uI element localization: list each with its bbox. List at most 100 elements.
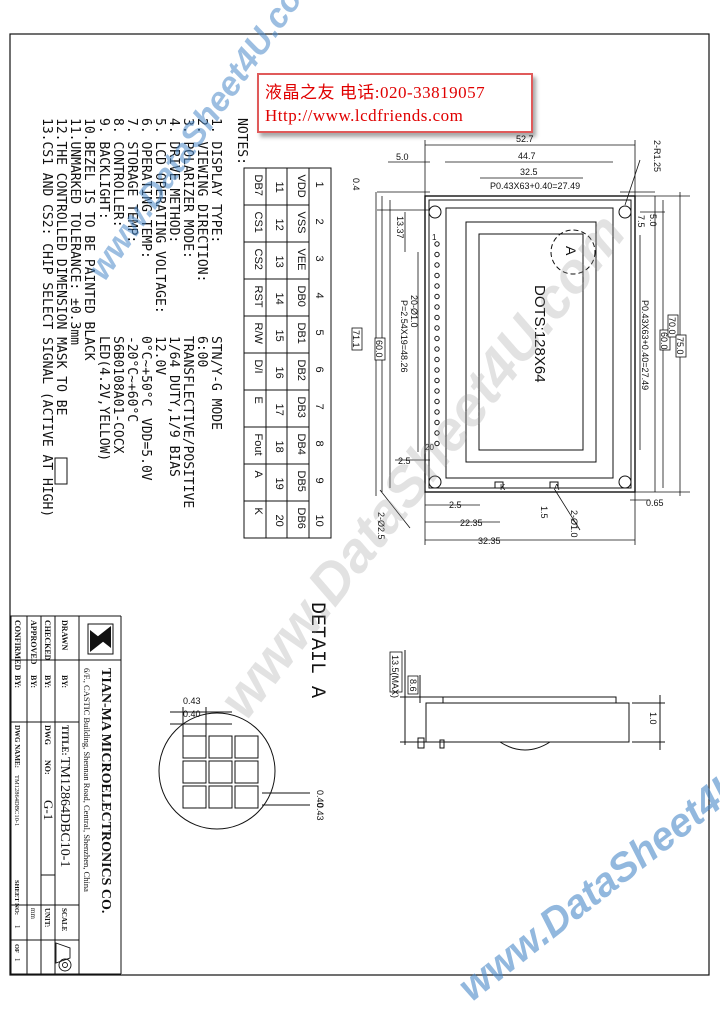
detail-title: DETAIL A [305,602,328,698]
note-1-value: STN/Y-G MODE [208,336,223,430]
pixel-dot [234,735,259,759]
pin-signal-20: K [252,508,264,516]
dot-magnification-labels: 0.43 0.40 0.40 0.43 [183,696,325,821]
dim-1-5: 1.5 [539,506,549,519]
note-5-label: 5. LCD OPERATING VOLTAGE: [152,118,167,314]
pin-number-3: 3 [313,256,325,262]
pin-hole [434,367,440,373]
pin-signal-10: DB6 [295,508,307,529]
note-3-label: 3. POLARIZER MODE: [180,118,195,259]
pixel-dot [182,760,207,784]
pin-signal-16: D/I [252,360,264,374]
pixel-dot [234,760,259,784]
pin-signal-15: R/W [252,323,264,345]
pin-number-5: 5 [313,330,325,336]
pin-hole [434,335,440,342]
dim-13-5-max: 13.5(MAX) [390,655,400,698]
approved-by: BY: [29,675,38,688]
note-6-value: 0°C~+50°C [138,336,153,406]
module-outline [424,195,636,493]
dwg-no-value: G-1 [41,800,56,820]
pin-signal-11: DB7 [252,175,264,196]
unit-value: mm [29,908,37,919]
note-4-value: 1/64 DUTY,1/9 BIAS [166,336,181,477]
dot-magnification [158,707,310,830]
dim-5-0-right: 5.0 [648,214,658,227]
unit-label: UNIT: [43,908,51,927]
dim-32-5: 32.5 [520,167,538,177]
projection-symbol-icon [55,942,72,972]
pin-hole [434,388,440,394]
confirmed-by: BY: [13,675,22,688]
pin-hole [434,377,440,384]
pin-hole [434,409,440,415]
dim-pin-pitch: P=2.54X19=48.26 [399,300,409,373]
confirmed-label: CONFIRMED [13,620,22,670]
pin-number-12: 12 [273,219,285,231]
pixel-dot [208,735,233,759]
dimension-lines [375,140,690,545]
dwg-name-value: TM12864DBC10-1 [13,775,20,826]
dim-71-1: 71.1 [351,330,361,348]
pin-signal-7: DB3 [295,397,307,418]
pin-signal-3: VEE [295,249,307,271]
stamp-website: Http://www.lcdfriends.com [265,106,464,125]
pin-hole [434,304,440,310]
pin-hole [434,419,440,426]
led-pads [494,481,559,489]
pixel-dot [208,760,233,784]
dim-pitch-vertical: P0.43X63+0.40=27.49 [640,300,650,390]
dim-13-37: 13.37 [395,216,405,239]
pin-number-18: 18 [273,441,285,453]
pixel-dot [182,785,207,809]
pin-number-7: 7 [313,404,325,410]
pin-signal-6: DB2 [295,360,307,381]
title-label: TITLE: [60,725,70,756]
side-profile-labels: 13.5(MAX) 8.6 1.0 [390,655,658,725]
sheet-label: SHEET NO: [13,880,20,915]
stamp-phone: 液晶之友 电话:020-33819057 [265,83,486,102]
note-9-value: LED(4.2V,YELLOW) [96,336,111,461]
notes-heading: NOTES: [234,118,249,165]
pin-signal-1: VDD [295,175,307,198]
pin-1-marker: 1 [432,233,437,242]
pin-table: 1VDD2VSS3VEE4DB05DB16DB27DB38DB49DB510DB… [243,167,332,539]
note-8-value: S6B0108A01-COCX [110,336,125,454]
dots-label: DOTS:128X64 [531,285,548,383]
pin-number-13: 13 [273,256,285,268]
pin-number-2: 2 [313,219,325,225]
pin-signal-4: DB0 [295,286,307,307]
pin-hole [434,356,440,363]
pin-signal-8: DB4 [295,434,307,455]
dim-60-0-right: 60.0 [659,332,669,350]
company-logo [87,623,114,655]
note-7-value: -20°C~+60°C [124,336,139,422]
note-2-label: 2. VIEWING DIRECTION: [194,118,209,282]
dim-pitch-horizontal: P0.43X63+0.40=27.49 [490,181,580,191]
title-block [10,615,122,975]
pad-k-label: K [500,483,506,492]
note-11: 11.UNMARKED TOLERANCE: ±0.3mm [67,118,82,345]
note-6-label: 6. OPERATING TEMP: [138,118,153,259]
dim-mounting-holes: 2-Ø2.5 [376,512,386,540]
pin-hole [434,241,440,247]
scale-label: SCALE [60,908,68,932]
dim-8-6: 8.6 [408,679,418,692]
note-1-label: 1. DISPLAY TYPE: [208,118,223,243]
pin-number-4: 4 [313,293,325,299]
pin-number-16: 16 [273,367,285,379]
dim-70-0-right: 70.0 [667,317,677,335]
dim-0-43-top: 0.43 [183,696,201,706]
pin-signal-2: VSS [295,212,307,234]
dwg-no-no: NO: [43,760,52,775]
note-3-value: TRANSFLECTIVE/POSITIVE [180,336,195,508]
contact-stamp: 液晶之友 电话:020-33819057 Http://www.lcdfrien… [257,73,533,133]
note-2-value: 6:00 [194,336,209,367]
dim-22-35: 22.35 [460,518,483,528]
note-12-box [54,457,68,485]
pin-hole [434,283,440,289]
dimension-labels: 52.7 44.7 32.5 5.0 0.4 P0.43X63+0.40=27.… [351,134,687,546]
dim-7-5: 7.5 [636,215,646,228]
pin-20-marker: 20 [425,443,434,452]
